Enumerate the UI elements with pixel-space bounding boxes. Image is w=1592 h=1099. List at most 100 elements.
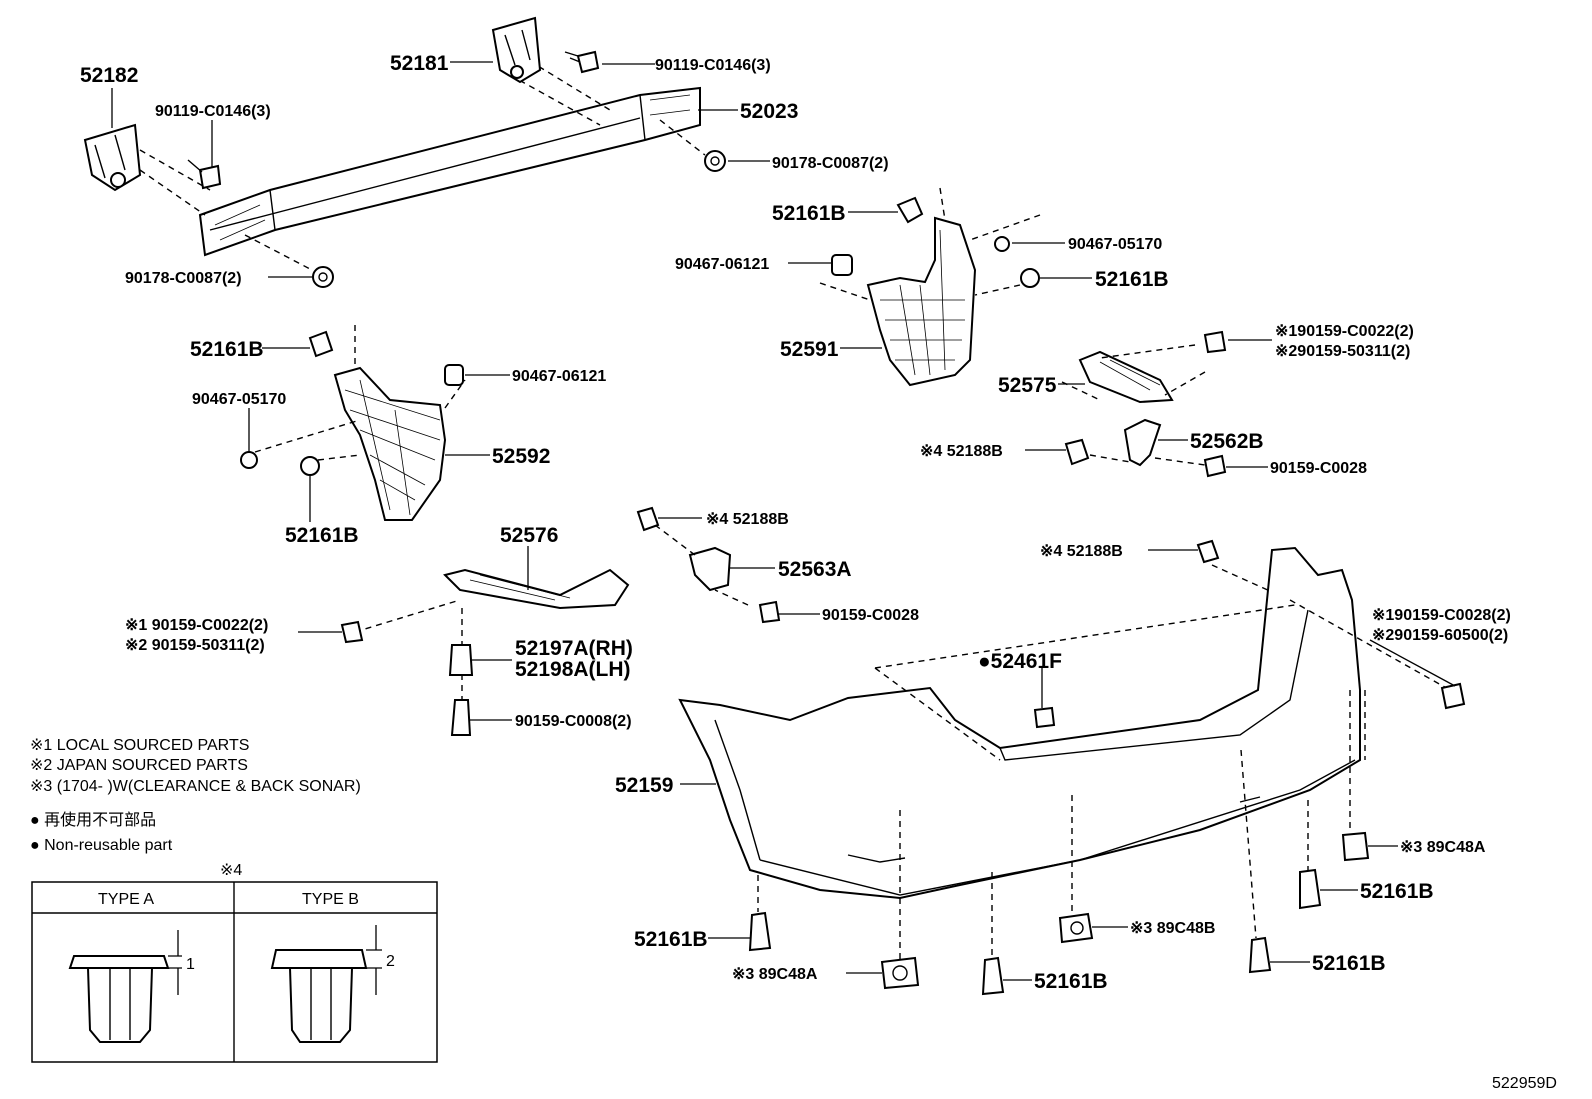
table-type-b: TYPE B [302,891,359,908]
label-90159-c0022-r: ※190159-C0022(2) [1275,323,1414,340]
clip-type-a-illustration: 1 [68,930,195,1043]
bolt-90119-top [564,50,600,74]
label-90159-60500: ※290159-60500(2) [1372,627,1508,644]
dim-type-b: 2 [386,953,395,970]
screw-90159-60500 [1440,682,1466,710]
clip-52161b-b3 [748,875,772,952]
label-52576: 52576 [500,524,558,547]
label-52159: 52159 [615,774,673,797]
clip-52161b-l2 [300,456,320,476]
note-japan-sourced: ※2 JAPAN SOURCED PARTS [30,757,248,774]
label-90178-left: 90178-C0087(2) [125,270,242,287]
clip-52161b-l1 [308,330,334,358]
label-52023: 52023 [740,100,798,123]
retainer-52575 [1061,344,1206,404]
retainer-52563a [654,524,749,606]
label-89c48a-b: ※3 89C48A [732,966,818,983]
table-marker: ※4 [220,862,242,879]
screw-90159-c0028-2 [758,600,781,624]
clip-52161b-b2 [1240,749,1272,974]
label-52188b-2: ※4 52188B [706,511,789,528]
nut-52197a-52198a [448,644,474,676]
grommet-90467-06121-l [444,364,464,386]
label-52161b-l2: 52161B [285,524,359,547]
bracket-52181 [491,16,542,84]
label-90178-right: 90178-C0087(2) [772,155,889,172]
diagram-id: 522959D [1492,1075,1557,1092]
sensor-89c48a-r [1341,690,1370,862]
part-labels: 52182 52181 52023 90119-C0146(3) 90119-C… [80,52,1511,993]
note-local-sourced: ※1 LOCAL SOURCED PARTS [30,737,249,754]
nut-90178-right [659,119,726,172]
bolt-90119-left [187,159,222,190]
label-90159-c0028-2: 90159-C0028 [822,607,919,624]
label-90119-left: 90119-C0146(3) [155,103,271,120]
clip-90467-05170-l [240,451,258,469]
label-52461f: ●52461F [978,650,1062,673]
side-bracket-52591 [819,187,1041,387]
clip-52188b-2 [636,506,660,532]
table-type-a: TYPE A [98,891,154,908]
side-bracket-52592 [254,325,466,521]
label-90159-c0028-1: 90159-C0028 [1270,460,1367,477]
label-52161b-b1: 52161B [1360,880,1434,903]
screw-90159-c0028-1 [1203,454,1227,478]
label-89c48b: ※3 89C48B [1130,920,1215,937]
label-90467-05170-r: 90467-05170 [1068,236,1162,253]
label-52592: 52592 [492,445,550,468]
bracket-52182 [83,123,211,216]
clip-90467-05170-r [994,236,1010,252]
label-90159-c0008: 90159-C0008(2) [515,713,632,730]
label-89c48a-r: ※3 89C48A [1400,839,1486,856]
note-clearance-sonar: ※3 (1704- )W(CLEARANCE & BACK SONAR) [30,778,361,795]
label-52188b-3: ※4 52188B [1040,543,1123,560]
label-52161b-b4: 52161B [1034,970,1108,993]
label-52188b-1: ※4 52188B [920,443,1003,460]
label-52562b: 52562B [1190,430,1264,453]
screw-90159-c0022-l [340,620,364,644]
label-52563a: 52563A [778,558,852,581]
label-52198a: 52198A(LH) [515,658,631,681]
grommet-90467-06121-r [831,254,853,276]
clip-52161b-r1 [896,196,924,224]
label-90119-top: 90119-C0146(3) [655,57,771,74]
label-52197a: 52197A(RH) [515,637,633,660]
clip-52161b-b4 [981,872,1005,996]
bumper-cover-52159 [678,546,1451,900]
label-90467-06121-l: 90467-06121 [512,368,606,385]
clip-52161b-b1 [1299,800,1322,910]
sensor-89c48b [1058,795,1094,944]
legend-notes: ※1 LOCAL SOURCED PARTS ※2 JAPAN SOURCED … [30,737,361,854]
sensor-89c48a-b [880,810,920,990]
clip-52188b-1 [1064,438,1090,466]
label-52161b-b2: 52161B [1312,952,1386,975]
label-52591: 52591 [780,338,839,361]
label-52575: 52575 [998,374,1057,397]
reinforcement-beam-52023 [198,54,701,257]
bolt-90159-c0008 [450,699,472,736]
clip-type-b-illustration: 2 [270,925,395,1043]
retainer-52562b [1089,418,1206,467]
label-90159-50311-r: ※290159-50311(2) [1275,343,1410,360]
label-52161b-r1: 52161B [772,202,846,225]
label-90159-c0022-l: ※1 90159-C0022(2) [125,617,268,634]
label-52161b-l1: 52161B [190,338,264,361]
label-90159-50311-l: ※2 90159-50311(2) [125,637,265,654]
clip-52161b-r2 [1020,268,1040,288]
label-52181: 52181 [390,52,449,75]
label-90467-05170-l: 90467-05170 [192,391,286,408]
label-90467-06121-r: 90467-06121 [675,256,769,273]
note-nonreusable-en: ● Non-reusable part [30,837,173,854]
label-52161b-r2: 52161B [1095,268,1169,291]
clip-52188b-3 [1196,539,1291,601]
nut-90178-left [244,234,334,288]
label-90159-c0028-3: ※190159-C0028(2) [1372,607,1511,624]
note-nonreusable-jp: ● 再使用不可部品 [30,811,156,829]
dim-type-a: 1 [186,956,195,973]
screw-90159-c0022-r [1203,330,1227,354]
label-52161b-b3: 52161B [634,928,708,951]
label-52182: 52182 [80,64,138,87]
leader-lines [111,61,1456,981]
marker-52461f [1033,668,1056,729]
